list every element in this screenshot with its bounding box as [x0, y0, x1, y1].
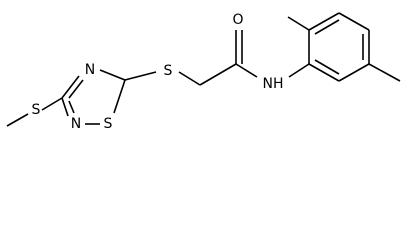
atom-n-ring-lower: N — [71, 116, 81, 132]
bonds — [6, 12, 401, 127]
atom-n-ring-upper: N — [85, 62, 95, 78]
bond-n2-c3-double — [68, 100, 75, 114]
bond-ar-5-6 — [338, 63, 370, 82]
atom-s-thioether: S — [164, 63, 173, 79]
bond-s-c3 — [41, 97, 63, 111]
bond-sthio-ch2 — [178, 71, 201, 86]
chemical-structure: S N N S S O NH — [6, 12, 401, 132]
bond-ar-3-4 — [338, 12, 370, 31]
atom-s-ring: S — [104, 116, 113, 132]
bond-n2-c3 — [61, 97, 69, 117]
bond-methyl-ortho — [287, 16, 310, 31]
bond-methyl-meta — [368, 63, 401, 82]
bond-c5-sthio — [124, 71, 157, 81]
bond-c5-s1 — [113, 79, 126, 114]
atom-labels: S N N S S O NH — [32, 12, 284, 132]
bond-nh-ring — [288, 63, 310, 78]
atom-o-carbonyl: O — [232, 12, 243, 28]
bond-ar-inner-a — [314, 19, 340, 35]
atom-nh-amide: NH — [263, 76, 284, 92]
bond-methyl-s — [6, 113, 29, 127]
bond-cco-nh — [235, 63, 258, 78]
bond-n4-c5 — [99, 69, 126, 81]
bond-ar-inner-c — [314, 59, 340, 75]
bond-c3-n4-double — [68, 79, 84, 99]
atom-s-methylthio: S — [32, 102, 41, 118]
bond-c3-n4 — [61, 75, 80, 99]
bond-ch2-cco — [199, 63, 237, 86]
bond-ar-6-1 — [308, 63, 340, 82]
bond-ar-2-3 — [308, 12, 340, 31]
